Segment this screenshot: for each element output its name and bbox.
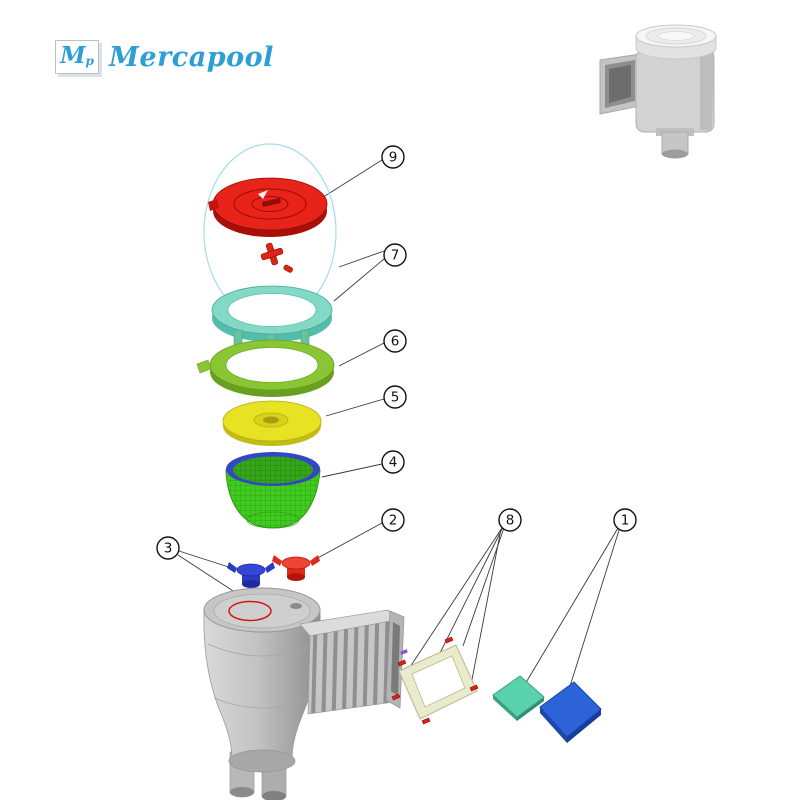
callout-8: 8 <box>498 508 522 532</box>
body-pipe-left-end <box>230 787 254 797</box>
disc-hole <box>263 416 279 424</box>
part-yellow-disc <box>222 400 322 446</box>
part-faceplates <box>492 675 602 743</box>
brand-logo-mark: M p <box>55 40 99 74</box>
body-shell <box>203 609 321 769</box>
body-ribbed-throat <box>299 609 405 715</box>
lid-slot <box>262 198 281 207</box>
callout-4-label: 4 <box>389 455 398 471</box>
blue-plate-edge-2 <box>567 709 601 743</box>
skimmer-lid-center <box>657 31 695 41</box>
body-base <box>228 749 296 773</box>
part-teal-ring <box>211 285 333 357</box>
part-lid <box>208 177 328 237</box>
body-seam-2 <box>213 697 311 709</box>
callout-6-label: 6 <box>391 334 400 350</box>
teal-plate-edge <box>493 695 517 721</box>
skimmer-outlet-end <box>662 149 688 159</box>
callout-6: 6 <box>383 329 407 353</box>
logo-letter-p: p <box>85 54 94 68</box>
leader-1b <box>565 526 621 700</box>
callout-1-label: 1 <box>621 513 630 529</box>
callout-7-label: 7 <box>391 248 400 264</box>
callout-7: 7 <box>383 243 407 267</box>
leader-5 <box>325 398 385 417</box>
callout-3-label: 3 <box>164 541 173 557</box>
product-photo <box>599 24 717 159</box>
body-top-red-seal <box>228 600 272 622</box>
leader-4 <box>321 463 383 478</box>
basket-base-ring <box>246 511 300 529</box>
part-green-ring <box>196 339 335 397</box>
leader-8b <box>437 526 504 658</box>
lid-tab <box>208 199 219 211</box>
callout-2-label: 2 <box>389 513 398 529</box>
leader-lines <box>177 159 621 700</box>
leader-6 <box>338 342 385 367</box>
leader-8d <box>469 528 502 691</box>
leader-1a <box>520 527 619 692</box>
callout-5: 5 <box>383 385 407 409</box>
throat-opening <box>391 622 400 696</box>
basket-interior <box>233 456 313 484</box>
brand-logo: M p Mercapool <box>55 40 274 74</box>
skimmer-mouth-inner <box>609 65 631 103</box>
callout-4: 4 <box>381 450 405 474</box>
callout-9-label: 9 <box>389 150 398 166</box>
part-blue-plug <box>227 562 275 588</box>
green-ring-notch <box>196 359 212 374</box>
callouts: 9 7 6 5 4 2 8 3 1 <box>156 145 637 560</box>
body-seam-1 <box>207 643 317 657</box>
callout-3: 3 <box>156 536 180 560</box>
skimmer-body-shade <box>700 52 714 130</box>
teal-plate <box>492 675 545 718</box>
leader-8a <box>409 527 503 668</box>
callout-9: 9 <box>381 145 405 169</box>
callout-2: 2 <box>381 508 405 532</box>
blue-plate-edge <box>540 707 567 743</box>
basket-interior-shade <box>233 456 313 484</box>
leader-7a <box>338 250 385 268</box>
lid-arrow-mark <box>258 190 268 199</box>
body-pipe-right-end <box>262 791 286 800</box>
leader-9 <box>316 159 383 202</box>
body-top-hole <box>290 603 302 609</box>
teal-plate-edge-2 <box>517 697 544 721</box>
part-basket <box>225 452 321 529</box>
leader-2 <box>313 522 383 561</box>
callout-5-label: 5 <box>391 390 400 406</box>
logo-letter-m: M <box>60 42 86 69</box>
leader-7b <box>333 258 385 302</box>
callout-8-label: 8 <box>506 513 515 529</box>
part-skimmer-body <box>203 587 405 800</box>
callout-1: 1 <box>613 508 637 532</box>
gasket-purple-screw <box>400 649 408 655</box>
blue-plate <box>539 681 602 738</box>
brand-name: Mercapool <box>109 41 274 73</box>
part-red-plug <box>272 555 320 581</box>
part-gasket-frame <box>391 636 479 725</box>
